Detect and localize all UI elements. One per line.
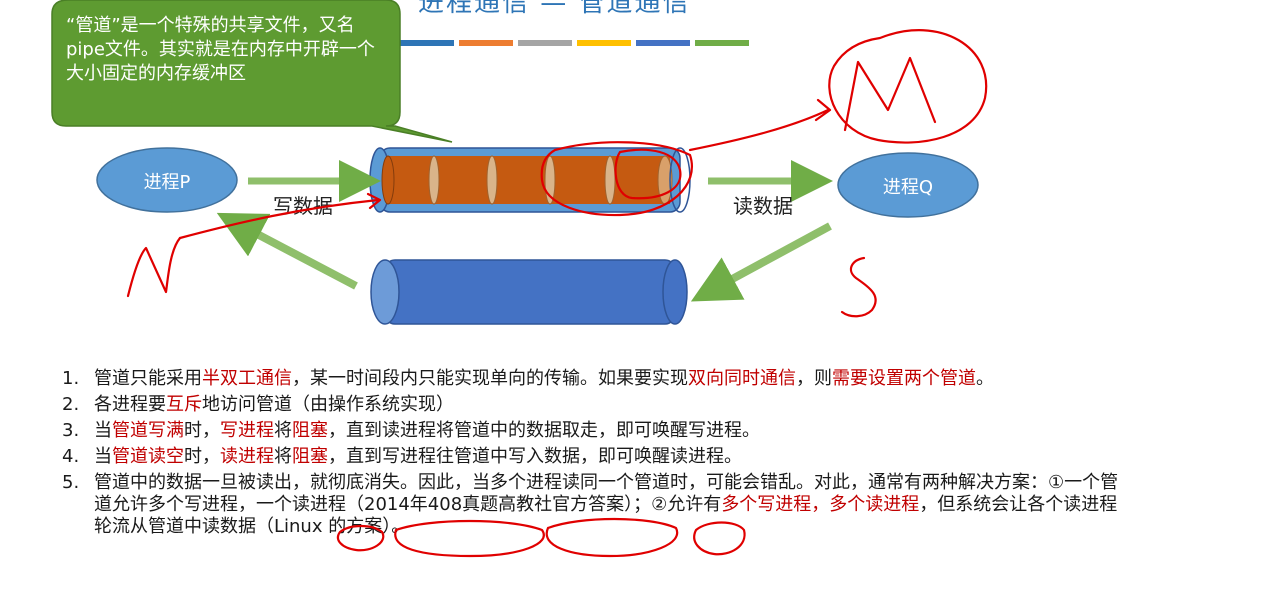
annotation-circle-one xyxy=(336,524,385,552)
annotation-circle-cell xyxy=(614,148,682,200)
annotation-letter-m xyxy=(843,56,937,132)
note-text: ，直到读进程将管道中的数据取走，即可唤醒写进程。 xyxy=(328,420,760,441)
note-item: 4. 当管道读空时，读进程将阻塞，直到写进程往管道中写入数据，即可唤醒读进程。 xyxy=(62,446,1122,468)
note-highlight: 管道写满 xyxy=(112,420,184,441)
accent-segment xyxy=(695,40,749,46)
accent-segment xyxy=(518,40,572,46)
note-highlight: 互斥 xyxy=(166,394,202,415)
accent-segment xyxy=(636,40,690,46)
process-q-node xyxy=(837,152,979,218)
annotation-circle-pipe xyxy=(540,141,693,217)
process-p-node xyxy=(96,147,238,213)
note-text: 将 xyxy=(274,420,292,441)
note-text: 时， xyxy=(184,446,220,467)
note-text: 当 xyxy=(94,446,112,467)
note-text: ，则 xyxy=(796,368,832,389)
pipe-lower xyxy=(370,259,688,325)
callout-bubble xyxy=(51,0,453,143)
note-text: 。 xyxy=(976,368,994,389)
accent-segment xyxy=(400,40,454,46)
callout-text: “管道”是一个特殊的共享文件，又名pipe文件。其实就是在内存中开辟一个大小固定… xyxy=(66,15,375,84)
note-highlight: 阻塞 xyxy=(292,446,328,467)
return-arrow-q xyxy=(690,222,832,302)
note-text: 时， xyxy=(184,420,220,441)
note-number: 5. xyxy=(62,472,80,493)
note-highlight: 写进程 xyxy=(220,420,274,441)
note-text: 地访问管道（由操作系统实现） xyxy=(202,394,454,415)
note-highlight: 半双工通信 xyxy=(202,368,292,389)
note-text: ，但系统会让各个读进程轮流从管道中读数据（Linux 的方案）。 xyxy=(94,494,1118,537)
note-text: ，直到写进程往管道中写入数据，即可唤醒读进程。 xyxy=(328,446,742,467)
return-arrow-p xyxy=(216,212,358,290)
note-text: ，某一时间段内只能实现单向的传输。如果要实现 xyxy=(292,368,688,389)
note-number: 1. xyxy=(62,368,80,389)
annotation-circle-multi-write xyxy=(394,519,545,558)
note-number: 3. xyxy=(62,420,80,441)
note-text: 管道中的数据一旦被读出，就彻底消失。因此，当多个进程读同一个管道时，可能会错乱。… xyxy=(94,472,1119,515)
accent-segment xyxy=(459,40,513,46)
annotation-arrow-to-m xyxy=(688,98,832,152)
note-item: 2. 各进程要互斥地访问管道（由操作系统实现） xyxy=(62,394,1122,416)
annotation-letter-s xyxy=(840,256,877,318)
annotation-circle-2014 xyxy=(693,521,746,556)
annotation-letter-n xyxy=(126,236,182,298)
note-highlight: 双向同时通信 xyxy=(688,368,796,389)
note-highlight: 读进程 xyxy=(220,446,274,467)
note-text: 管道只能采用 xyxy=(94,368,202,389)
note-highlight: 管道读空 xyxy=(112,446,184,467)
annotation-arrow-from-n xyxy=(178,192,382,240)
note-item: 3. 当管道写满时，写进程将阻塞，直到读进程将管道中的数据取走，即可唤醒写进程。 xyxy=(62,420,1122,442)
note-number: 4. xyxy=(62,446,80,467)
annotation-circle-m xyxy=(828,29,988,144)
note-number: 2. xyxy=(62,394,80,415)
accent-segment xyxy=(577,40,631,46)
notes-list: 1. 管道只能采用半双工通信，某一时间段内只能实现单向的传输。如果要实现双向同时通… xyxy=(62,368,1122,542)
process-p-label: 进程P xyxy=(143,172,191,193)
note-text: 将 xyxy=(274,446,292,467)
note-text: 各进程要 xyxy=(94,394,166,415)
read-label: 读数据 xyxy=(733,194,793,218)
note-item: 1. 管道只能采用半双工通信，某一时间段内只能实现单向的传输。如果要实现双向同时通… xyxy=(62,368,1122,390)
process-q-label: 进程Q xyxy=(882,177,934,198)
note-highlight: 阻塞 xyxy=(292,420,328,441)
annotation-circle-one-read xyxy=(545,517,679,558)
note-text: 当 xyxy=(94,420,112,441)
note-item: 5. 管道中的数据一旦被读出，就彻底消失。因此，当多个进程读同一个管道时，可能会错… xyxy=(62,472,1122,538)
note-highlight: 需要设置两个管道 xyxy=(832,368,976,389)
note-highlight: 多个写进程，多个读进程 xyxy=(721,494,920,515)
